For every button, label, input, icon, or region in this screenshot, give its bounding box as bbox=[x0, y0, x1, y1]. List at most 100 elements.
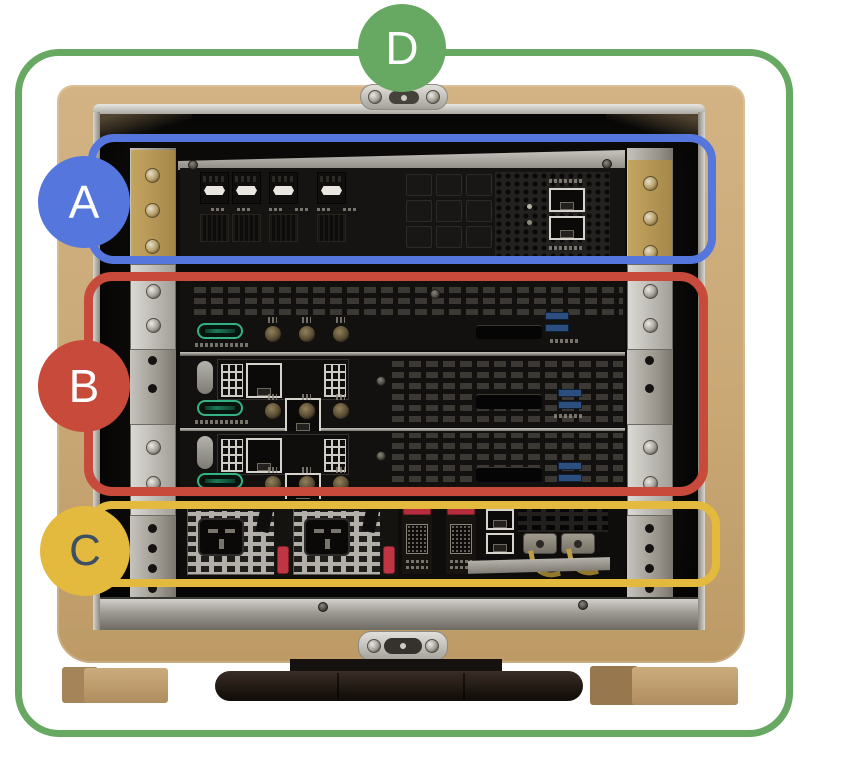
mil-connector bbox=[264, 325, 282, 343]
rail-hole bbox=[148, 544, 157, 553]
port-label bbox=[295, 207, 309, 211]
rack-screw bbox=[643, 318, 658, 333]
qsfp-port-group bbox=[200, 172, 261, 242]
nic-mesh-vent bbox=[221, 364, 243, 397]
qsfp-port bbox=[317, 172, 346, 204]
server-vents bbox=[194, 283, 623, 317]
qsfp-pull-tab bbox=[321, 186, 342, 195]
qsfp-ports-bottom bbox=[200, 214, 261, 242]
server-silkscreen-text bbox=[195, 343, 249, 347]
port-cage bbox=[436, 226, 462, 248]
drive-latch bbox=[197, 436, 213, 469]
rack-screw bbox=[145, 203, 160, 218]
qsfp-empty-cage bbox=[200, 214, 229, 242]
qsfp-empty-cage bbox=[232, 214, 261, 242]
server-screw bbox=[430, 289, 440, 299]
switch-cage-grid bbox=[406, 174, 492, 248]
port-cage bbox=[406, 200, 432, 222]
latch-screw bbox=[368, 90, 382, 104]
qsfp-ports-top bbox=[317, 172, 357, 204]
port-cage bbox=[436, 200, 462, 222]
server-screw bbox=[376, 451, 386, 461]
port-label-row bbox=[317, 204, 357, 214]
rail-hole bbox=[148, 384, 157, 393]
rack-screw bbox=[145, 168, 160, 183]
annotation-badge-b: B bbox=[38, 340, 130, 432]
case-foot-left bbox=[84, 668, 168, 703]
status-led bbox=[527, 204, 532, 209]
expansion-slot bbox=[476, 325, 542, 339]
iec-prong bbox=[219, 539, 224, 549]
qsfp-ports-top bbox=[200, 172, 261, 204]
rail-hole bbox=[148, 564, 157, 573]
usb-port bbox=[545, 312, 569, 320]
connector-glyph bbox=[302, 467, 311, 473]
module-label bbox=[406, 560, 428, 563]
server-screw bbox=[376, 376, 386, 386]
annotation-box-b bbox=[84, 272, 708, 496]
switch-screw bbox=[188, 160, 198, 170]
latch-screw bbox=[367, 639, 381, 653]
rail-block-left-2 bbox=[130, 424, 176, 516]
power-connector-port bbox=[450, 524, 472, 554]
mil-connector bbox=[332, 402, 350, 420]
expansion-slot bbox=[476, 467, 542, 482]
drive-latch bbox=[197, 361, 213, 394]
connector-glyph bbox=[268, 317, 277, 323]
usb-port bbox=[558, 474, 582, 482]
port-label-row bbox=[269, 204, 309, 214]
annotation-label-d: D bbox=[385, 22, 419, 74]
connector-glyph bbox=[268, 467, 277, 473]
server-vents bbox=[392, 358, 623, 424]
mil-connector bbox=[298, 402, 316, 420]
ground-stud bbox=[561, 533, 595, 554]
rail-hole bbox=[645, 564, 654, 573]
qsfp-port bbox=[232, 172, 261, 204]
server-silkscreen-text bbox=[550, 339, 578, 343]
case-handle bbox=[215, 671, 583, 701]
port-cage bbox=[466, 174, 492, 196]
rack-bottom-rail bbox=[100, 597, 698, 630]
rail-screw bbox=[578, 600, 588, 610]
nic-mesh-vent bbox=[221, 439, 243, 472]
psu-red-pull-handle bbox=[277, 546, 289, 574]
port-label bbox=[343, 207, 357, 211]
qsfp-ports-bottom bbox=[317, 214, 357, 242]
rack-screw bbox=[643, 440, 658, 455]
network-port-stack bbox=[483, 506, 517, 558]
rail-hole bbox=[148, 356, 157, 365]
nic-module bbox=[217, 434, 349, 508]
rack-shelf-edge bbox=[180, 428, 625, 432]
server-unit-1 bbox=[180, 279, 625, 350]
port-cage bbox=[406, 174, 432, 196]
port-cage bbox=[406, 226, 432, 248]
connector-glyph bbox=[268, 394, 277, 400]
server-silkscreen-text bbox=[195, 420, 249, 424]
server-power-led-slot bbox=[197, 400, 243, 416]
qsfp-pull-tab bbox=[204, 186, 225, 195]
qsfp-port bbox=[269, 172, 298, 204]
port-label bbox=[317, 207, 331, 211]
iec-power-inlet bbox=[304, 518, 350, 556]
port-label bbox=[210, 207, 225, 211]
rj45-port bbox=[486, 509, 514, 530]
rail-hole bbox=[645, 356, 654, 365]
connector-glyph bbox=[336, 467, 345, 473]
ground-stud bbox=[523, 533, 557, 554]
annotation-label-c: C bbox=[69, 526, 101, 575]
port-label bbox=[236, 207, 251, 211]
mgmt-port-label bbox=[549, 179, 583, 183]
qsfp-ports-bottom bbox=[269, 214, 309, 242]
nic-mesh-vent bbox=[324, 439, 346, 472]
case-foot-right-back bbox=[590, 666, 638, 705]
rail-hole bbox=[645, 524, 654, 533]
connector-glyph bbox=[336, 394, 345, 400]
mil-connector bbox=[298, 325, 316, 343]
rail-block-right-2 bbox=[627, 424, 673, 516]
rail-hole bbox=[148, 584, 157, 593]
latch-screw bbox=[425, 639, 439, 653]
annotation-badge-d: D bbox=[358, 4, 446, 92]
mgmt-port-stack bbox=[549, 188, 585, 240]
rail-hole bbox=[645, 384, 654, 393]
port-cage bbox=[466, 200, 492, 222]
